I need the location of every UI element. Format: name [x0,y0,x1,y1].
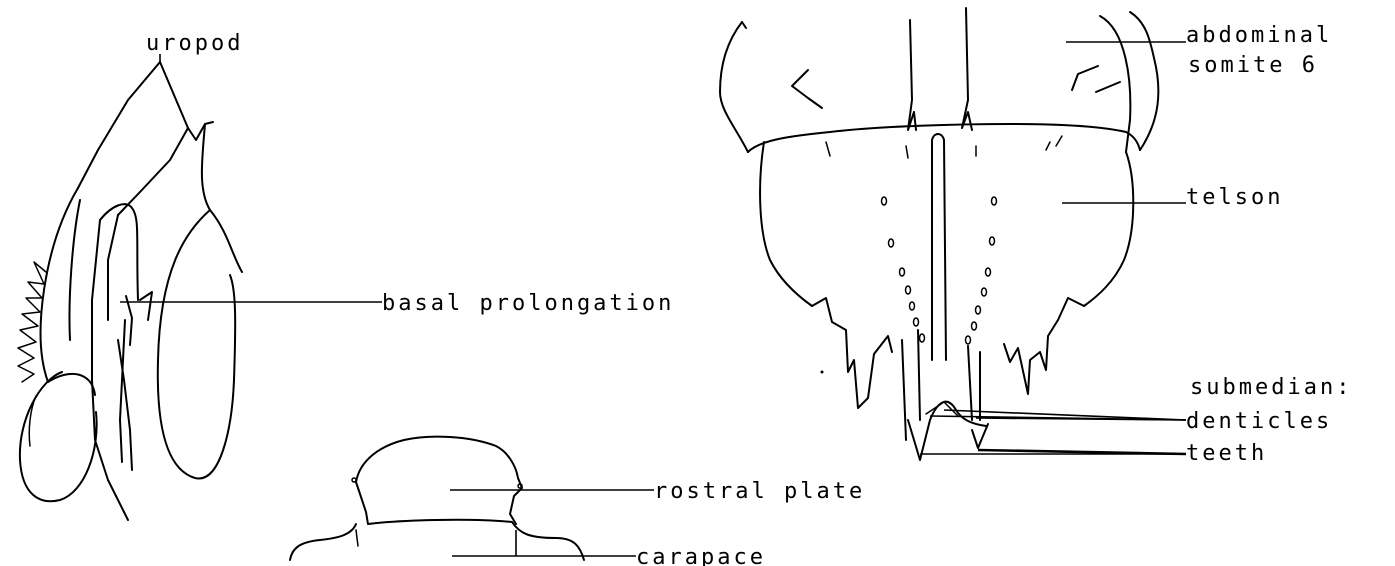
label-teeth: teeth [1186,441,1267,466]
label-rostral-plate: rostral plate [654,479,865,504]
telson-drawing [760,134,1133,460]
label-basal-prolongation: basal prolongation [382,291,674,316]
labels: uropod basal prolongation rostral plate … [146,23,1352,566]
carapace-drawing [290,522,584,560]
label-submedian: submedian: [1190,375,1352,400]
label-abdominal: abdominal [1186,23,1332,48]
rostral-plate-drawing [352,437,522,524]
label-somite-6: somite 6 [1188,53,1318,78]
label-carapace: carapace [636,545,766,566]
label-denticles: denticles [1186,409,1332,434]
abdominal-somite-drawing [720,8,1158,152]
label-telson: telson [1186,185,1283,210]
label-uropod: uropod [146,31,243,56]
uropod-drawing [18,62,242,520]
